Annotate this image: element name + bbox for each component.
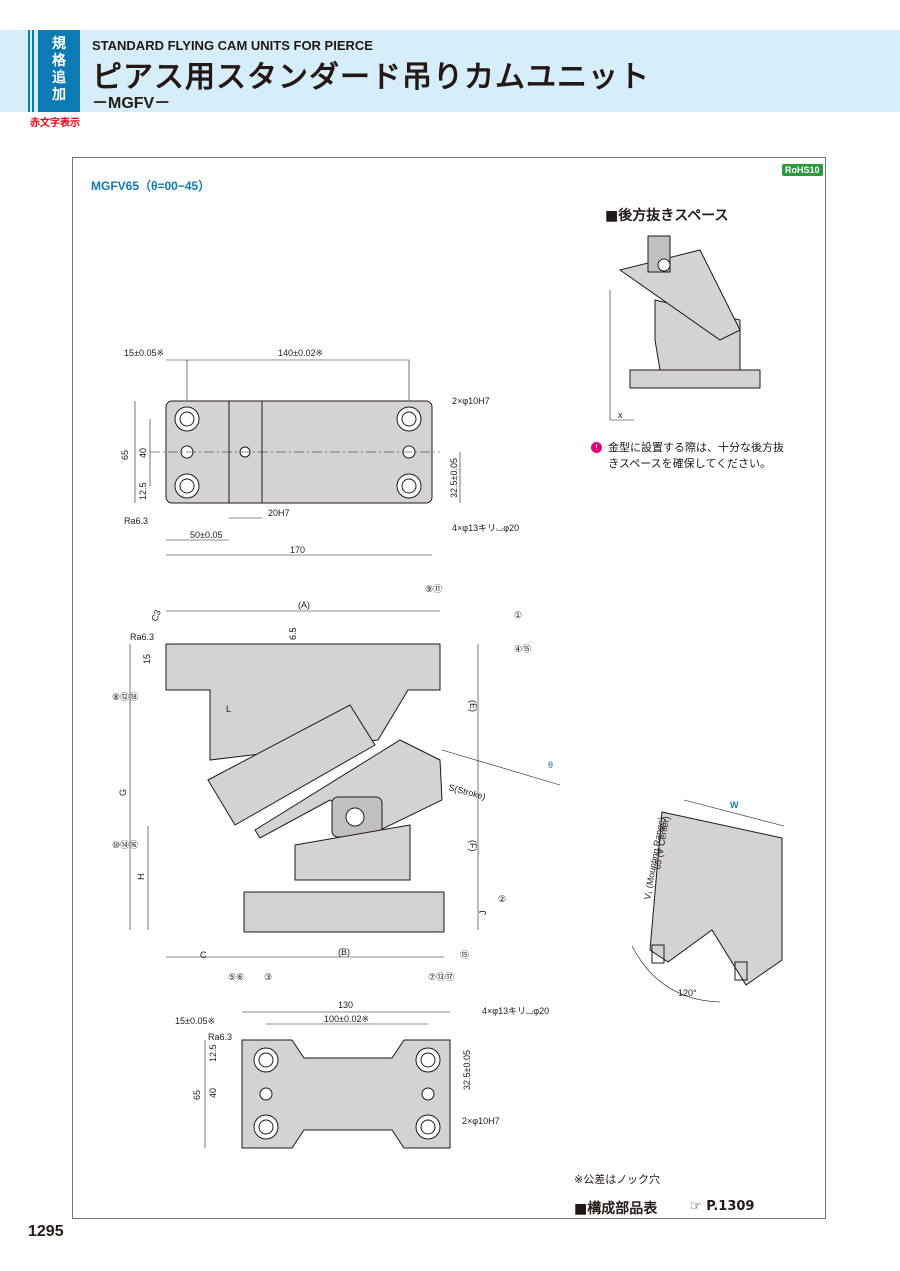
dim-15-bottom: 15±0.05※: [175, 1016, 215, 1026]
dim-l: L: [226, 704, 231, 714]
tag-char: 加: [52, 87, 66, 103]
dim-j: J: [478, 911, 488, 916]
dim-15-side: 15: [142, 654, 152, 664]
roughness-label-side: Ra6.3: [130, 632, 154, 642]
dim-15: 15±0.05※: [124, 348, 164, 358]
dim-counterbore: 4×φ13キリ⌴φ20: [452, 523, 519, 533]
red-text-legend: 赤文字表示: [30, 118, 80, 129]
callout-7-13-17: ⑦⑬⑰: [428, 972, 454, 982]
callout-3: ③: [264, 972, 272, 982]
dim-12-5-bottom: 12.5: [208, 1044, 218, 1062]
product-code: －MGFV－: [92, 95, 171, 112]
callout-15: ⑮: [460, 950, 469, 960]
dim-50: 50±0.05: [190, 530, 222, 540]
caution-icon: !: [591, 442, 602, 453]
callout-9-11: ⑨⑪: [425, 584, 442, 594]
header-stripes: [28, 30, 36, 112]
tag-char: 規: [52, 36, 66, 52]
callout-1: ①: [514, 610, 522, 620]
dim-counterbore-bottom: 4×φ13キリ⌴φ20: [482, 1006, 549, 1016]
dim-f: (F): [468, 840, 478, 852]
dim-h: H: [136, 874, 146, 881]
angle-theta: θ: [548, 760, 553, 770]
dim-c3: C3: [149, 608, 162, 622]
page-reference[interactable]: ☞ P.1309: [690, 1199, 755, 1214]
dim-12-5: 12.5: [138, 482, 148, 500]
rohs-badge: RoHS10: [782, 164, 823, 176]
top-view: [134, 359, 461, 556]
top-view-labels: 15±0.05※ 140±0.02※ 65 40 12.5 32.5±0.05 …: [120, 348, 519, 555]
dim-6-5: 6.5: [288, 627, 298, 640]
dim-angle: 120°: [678, 988, 697, 998]
model-label: MGFV65（θ=00−45）: [91, 179, 211, 193]
dim-holes-h7: 2×φ10H7: [452, 396, 490, 406]
parts-table-title: ■構成部品表: [574, 1201, 658, 1217]
drawing-panel: [72, 157, 826, 1219]
dim-stroke: S(Stroke): [447, 782, 486, 801]
roughness-label: Ra6.3: [124, 516, 148, 526]
dim-20h7: 20H7: [268, 508, 290, 518]
tag-char: 格: [52, 53, 66, 69]
dim-40-bottom: 40: [208, 1088, 218, 1098]
callout-4-15: ④⑮: [514, 644, 531, 654]
dim-32-5-bottom: 32.5±0.05: [462, 1050, 472, 1090]
new-standard-tag: 規 格 追 加: [38, 30, 80, 112]
side-view: [129, 610, 561, 958]
page-title: ピアス用スタンダード吊りカムユニット: [92, 60, 650, 95]
rear-space-title: ■後方抜きスペース: [605, 208, 729, 224]
callout-8-12-18: ⑧⑫⑱: [112, 692, 138, 702]
dim-e: (E): [468, 700, 478, 712]
dim-c: C: [200, 950, 207, 960]
dim-40: 40: [138, 448, 148, 458]
installation-note: 金型に設置する際は、十分な後方抜きスペースを確保してください。: [608, 441, 784, 470]
dim-130: 130: [338, 1000, 353, 1010]
dim-a: (A): [298, 600, 310, 610]
dim-w: W: [730, 800, 739, 810]
roughness-label-bottom: Ra6.3: [208, 1032, 232, 1042]
bottom-view-labels: 130 100±0.02※ 15±0.05※ 65 40 12.5 32.5±0…: [175, 1000, 549, 1126]
callout-10-14-16: ⑩⑭⑯: [112, 840, 138, 850]
callout-2: ②: [498, 894, 506, 904]
dim-170: 170: [290, 545, 305, 555]
front-view: [631, 799, 785, 1003]
dim-32-5: 32.5±0.05: [449, 458, 459, 498]
tolerance-note: ※公差はノック穴: [574, 1173, 660, 1186]
dim-g: G: [118, 789, 128, 796]
title-english: STANDARD FLYING CAM UNITS FOR PIERCE: [92, 38, 373, 53]
dim-x: x: [618, 410, 623, 420]
tag-char: 追: [52, 70, 66, 86]
dim-65: 65: [120, 450, 130, 460]
dim-b: (B): [338, 947, 350, 957]
bottom-view: [204, 1011, 451, 1149]
dim-65-bottom: 65: [192, 1090, 202, 1100]
dim-holes-h7-bottom: 2×φ10H7: [462, 1116, 500, 1126]
header-band: [0, 30, 900, 112]
page-reference-text: P.1309: [706, 1199, 755, 1214]
dim-140: 140±0.02※: [278, 348, 323, 358]
callout-5-6: ⑤⑥: [228, 972, 244, 982]
rear-space-view: [609, 235, 761, 421]
page-number: 1295: [28, 1223, 64, 1240]
dim-100: 100±0.02※: [324, 1014, 369, 1024]
